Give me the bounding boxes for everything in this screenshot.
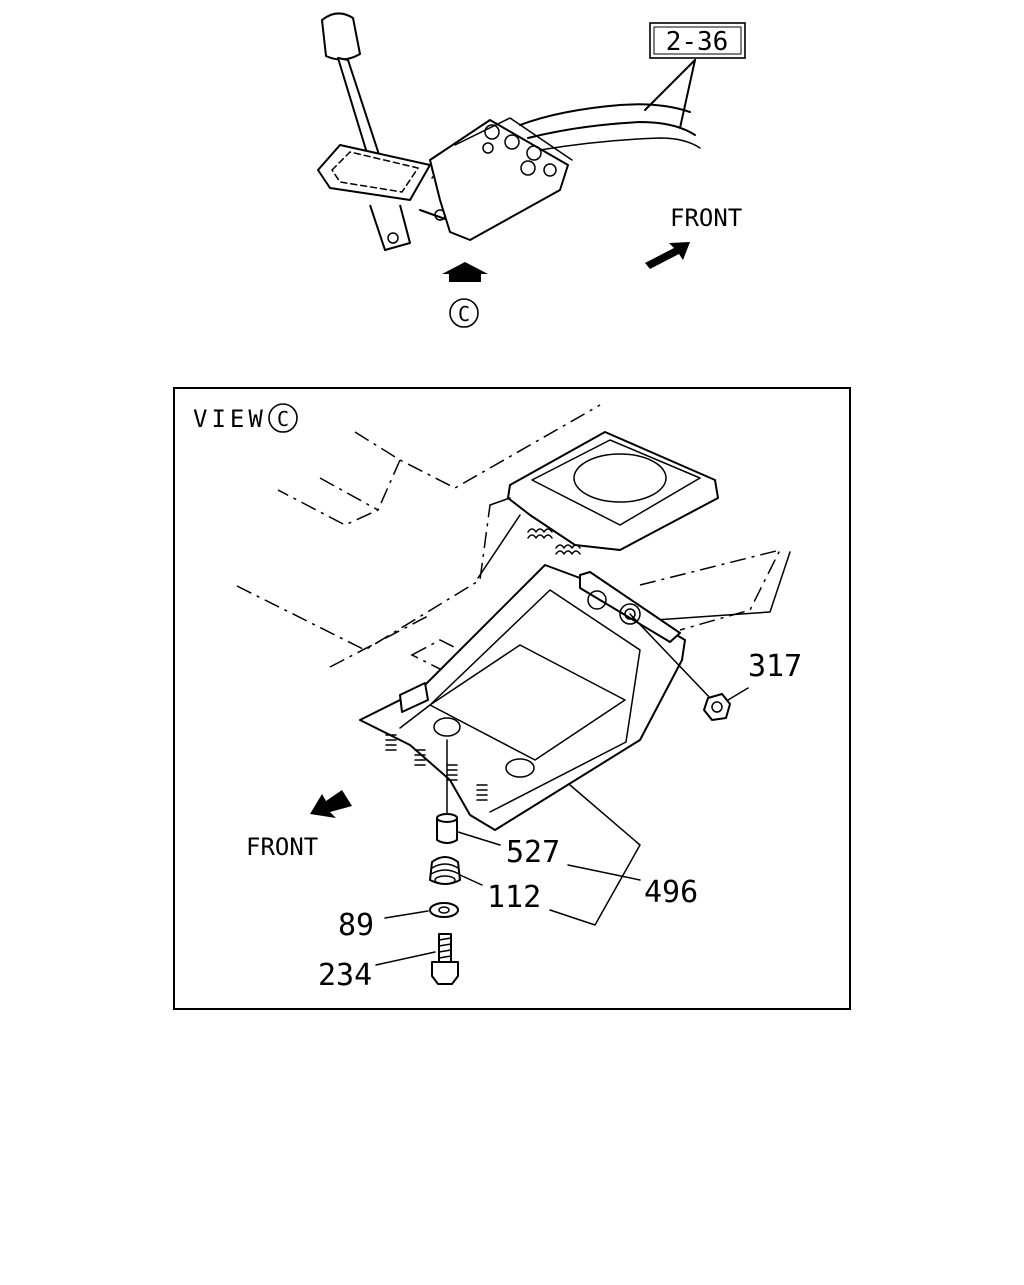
- callout-317: 317: [748, 649, 802, 684]
- view-c-frame: [173, 387, 851, 1010]
- reference-tag[interactable]: 2-36: [649, 22, 746, 59]
- view-c-title: VIEW: [193, 405, 267, 433]
- callout-496: 496: [644, 875, 698, 910]
- callout-112: 112: [487, 880, 541, 915]
- detail-view-c-marker: C: [268, 403, 298, 433]
- body-phantom-lines: [236, 404, 791, 671]
- bracket-496[interactable]: [359, 564, 686, 831]
- part-527-bushing[interactable]: [436, 813, 458, 844]
- upper-view-c-marker: C: [449, 298, 479, 328]
- leader-317: [727, 687, 749, 701]
- callout-527: 527: [506, 835, 560, 870]
- upper-front-arrow: [645, 242, 690, 269]
- leader-89: [384, 910, 429, 919]
- reference-leader-2: [679, 59, 696, 129]
- reference-tag-label: 2-36: [666, 27, 729, 57]
- leader-234: [375, 951, 436, 966]
- part-317-nut[interactable]: [629, 613, 731, 721]
- leader-527: [457, 831, 501, 846]
- bracket-springs: [385, 734, 488, 801]
- svg-text:C: C: [277, 407, 289, 431]
- callout-89: 89: [338, 908, 374, 943]
- shifter-assembly-illustration: [317, 12, 701, 251]
- callout-234: 234: [318, 958, 372, 993]
- mount-bracket: [369, 204, 411, 251]
- part-89-washer[interactable]: [429, 902, 459, 918]
- detail-front-label: FRONT: [246, 833, 318, 861]
- reference-leader-1: [644, 59, 696, 111]
- shift-cables: [519, 103, 701, 151]
- view-c-arrow: [442, 262, 488, 282]
- svg-text:C: C: [458, 302, 470, 326]
- leaders-496: [549, 784, 641, 926]
- detail-front-arrow: [310, 790, 352, 818]
- shifter-base-detail: [477, 431, 719, 579]
- shift-knob: [321, 12, 361, 61]
- part-234-bolt[interactable]: [431, 933, 459, 985]
- upper-front-label: FRONT: [670, 204, 742, 232]
- part-112-mount[interactable]: [429, 856, 461, 885]
- leader-112: [459, 874, 483, 886]
- shift-bezel: [317, 144, 431, 201]
- shifter-housing: [429, 119, 569, 241]
